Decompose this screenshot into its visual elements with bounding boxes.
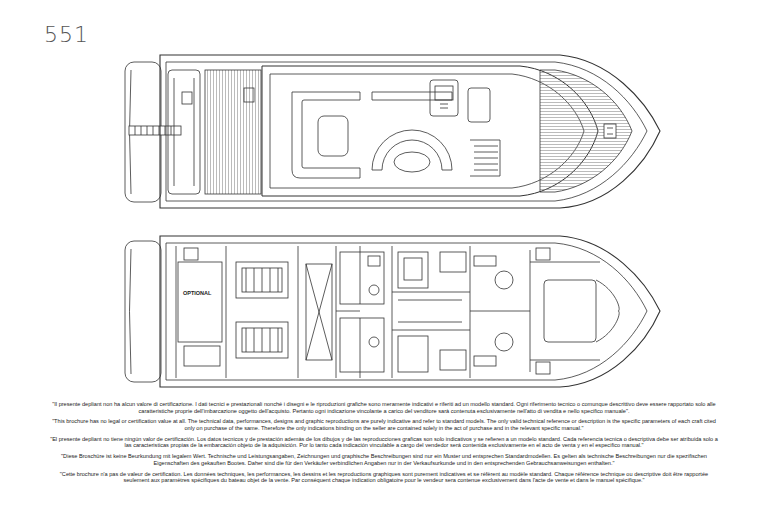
lower-deck-plan-part (246, 328, 278, 352)
deck-plan-part (205, 70, 261, 194)
deck-plan-part (168, 70, 200, 194)
lower-deck-plan-part (306, 264, 332, 360)
lower-deck-plan-part (369, 337, 379, 347)
deck-plan-part (474, 146, 498, 170)
deck-plan-part (440, 104, 448, 108)
deck-plan-part (182, 92, 192, 104)
lower-deck-plan-part (544, 280, 596, 342)
deck-plan-part (372, 92, 452, 100)
lower-deck-plan-part (474, 256, 496, 266)
lower-deck-plan-part (404, 258, 422, 280)
deck-plan-part (394, 152, 430, 172)
lower-deck-plan-part (242, 328, 282, 352)
lower-deck-plan-part (160, 236, 660, 387)
deck-plan-part (166, 62, 647, 201)
lower-deck-plan-part (398, 300, 462, 322)
lower-deck-plan-part (495, 271, 513, 289)
lower-deck-plan-part (530, 262, 600, 360)
lower-deck-plan-part (368, 256, 380, 266)
deck-plan-part (430, 80, 458, 116)
deck-plan-part (435, 86, 453, 100)
lower-deck-plan-part (178, 262, 222, 342)
deck-plan-part (174, 78, 194, 186)
deck-plan-part (244, 88, 254, 102)
lower-deck-plan-part (536, 362, 550, 374)
lower-deck-plan-part (130, 249, 132, 374)
deck-plan-part (292, 92, 360, 178)
lower-deck-plan-part (596, 280, 619, 342)
lower-deck-plan-part (340, 318, 384, 372)
lower-deck-plan-part (340, 252, 384, 304)
lower-deck-plan-part (125, 241, 161, 382)
lower-deck-plan-part (236, 262, 288, 298)
lower-deck-plan-part (495, 333, 513, 351)
lower-deck-plan-part (398, 252, 428, 288)
deck-plan (125, 55, 660, 208)
lower-deck-plan-part (392, 246, 470, 378)
lower-deck-plan-part (440, 252, 466, 272)
lower-deck-plan-part (306, 264, 332, 360)
disclaimer-text: "Diese Broschüre ist keine Beurkundung m… (50, 453, 718, 466)
lower-deck-plan-part (398, 336, 428, 372)
lower-deck-plan-part (166, 243, 647, 380)
deck-plan-part (372, 130, 452, 170)
deck-plan-part (270, 74, 584, 188)
lower-deck-plan-part (474, 356, 496, 366)
lower-deck-plan-part (360, 246, 361, 378)
lower-deck-plan-part (176, 246, 226, 378)
deck-plan-part (540, 70, 632, 192)
model-number: 551 (44, 22, 89, 47)
disclaimer-text: "Il presente depliant non ha alcun valor… (50, 401, 718, 414)
disclaimer-text: "This brochure has no legal or certifica… (50, 418, 718, 431)
deck-plan-part (604, 124, 616, 138)
lower-deck-plan-part (184, 346, 220, 366)
deck-plan-part (129, 126, 181, 135)
lower-deck-plan-part (470, 246, 530, 378)
lower-deck-plan-part (530, 250, 531, 372)
lower-deck-plan-part (369, 285, 379, 295)
area-label: OPTIONAL (182, 290, 212, 296)
lower-deck-plan-part (536, 248, 550, 260)
deck-plan-part (607, 128, 613, 134)
disclaimer-text: "El presente depliant no tiene ningún va… (50, 436, 718, 449)
disclaimer-block: "Il presente depliant non ha alcun valor… (50, 401, 718, 488)
lower-deck-plan (125, 236, 660, 387)
deck-plan-part (470, 140, 500, 176)
deck-plan-part (160, 55, 660, 208)
lower-deck-plan-part (236, 322, 288, 358)
deck-plan-part (468, 88, 490, 122)
lower-deck-plan-part (440, 350, 466, 370)
lower-deck-plan-part (298, 246, 299, 378)
disclaimer-text: "Cette brochure n'a pas de valeur de cer… (50, 471, 718, 484)
lower-deck-plan-part (184, 248, 198, 260)
deck-plan-part (318, 116, 348, 156)
lower-deck-plan-part (242, 268, 282, 292)
lower-deck-plan-part (246, 268, 278, 292)
